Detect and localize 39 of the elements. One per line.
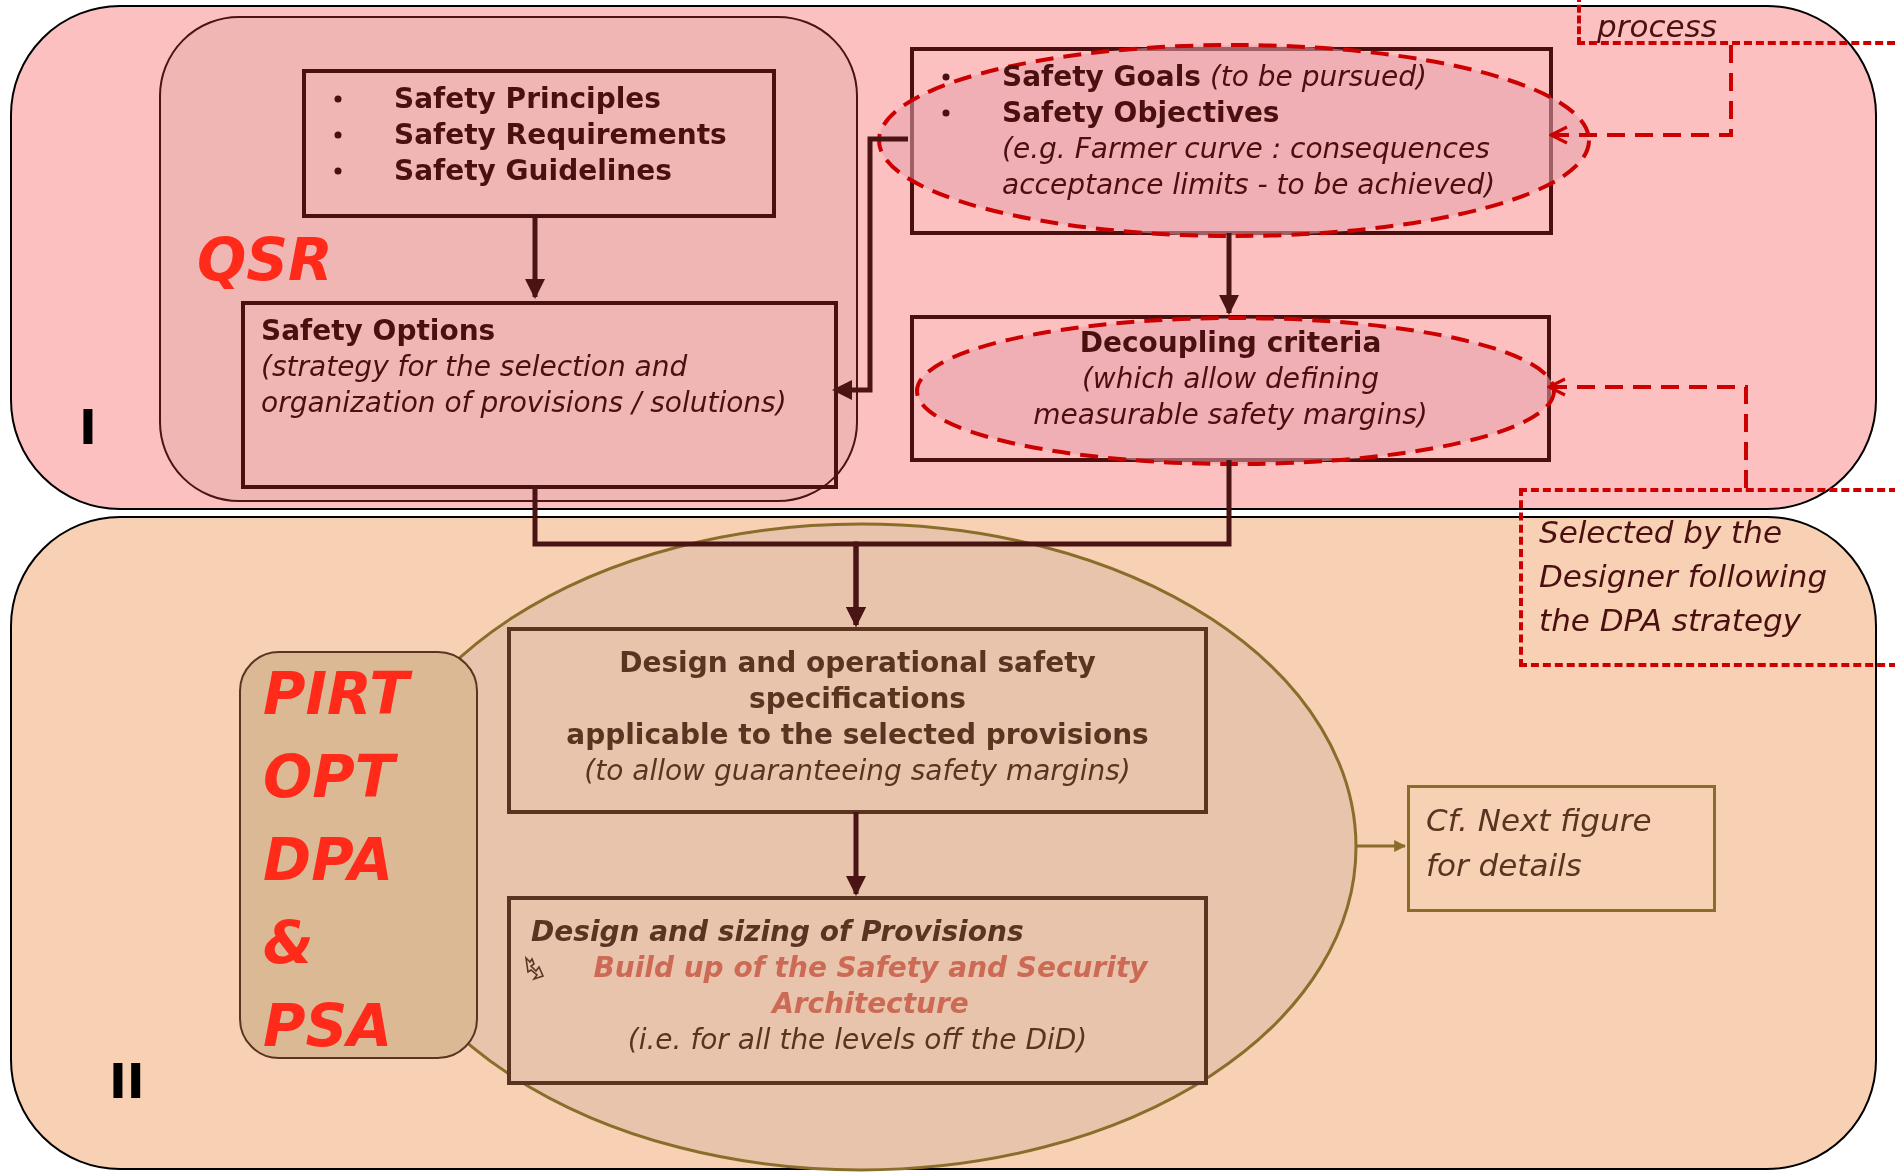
arrow [832,136,908,400]
arrow [846,460,1232,627]
arrow [1219,233,1239,315]
text-box [302,69,776,218]
section-numeral: I [79,399,97,455]
box-description: (i.e. for all the levels off the DiD) [626,1022,1089,1058]
note-text: Cf. Next figure for details [1426,801,1653,885]
box-title: applicable to the selected provisions [565,717,1150,753]
process-box [507,896,1208,1085]
dashed-arrow [1547,377,1748,488]
box-title: Design and operational safety specifications [618,645,1097,717]
process-box [507,627,1208,814]
list-item: Safety Goals (to be pursued) [1002,59,1428,95]
note-box [1407,785,1716,912]
group-region [159,16,858,502]
section-band [10,5,1877,510]
list-item: Safety Guidelines [394,153,672,189]
box-title: Design and sizing of Provisions [530,914,1025,950]
list-item: Safety Requirements [394,117,727,153]
box-title: Safety Options [261,313,497,349]
method-box [239,651,478,1059]
highlight-text: Build up of the Safety and Security Architecture [592,950,1150,1022]
arrow [846,812,866,896]
box-description: (which allow defining measurable safety margins) [1032,361,1429,433]
box-title: Decoupling criteria [1078,325,1383,361]
box-description: (strategy for the selection and organization of provisions / solutions) [261,349,788,421]
dashed-note-box [1577,0,1895,45]
list-item: Safety Objectives [1002,95,1280,131]
box-description: (e.g. Farmer curve : consequences acceptance limits - to be achieved) [1001,131,1497,203]
note-text: Selected by the Designer following the DPA strategy [1539,513,1829,640]
section-numeral: II [109,1053,145,1109]
dashed-arrow [1549,45,1733,145]
text-box [241,301,838,489]
region-label: QSR [197,226,333,294]
section-band [10,516,1877,1170]
list-item: Safety Principles [394,81,661,117]
note-text: process [1597,7,1718,46]
box-description: (to allow guaranteeing safety margins) [583,753,1132,789]
arrow [1356,840,1407,852]
